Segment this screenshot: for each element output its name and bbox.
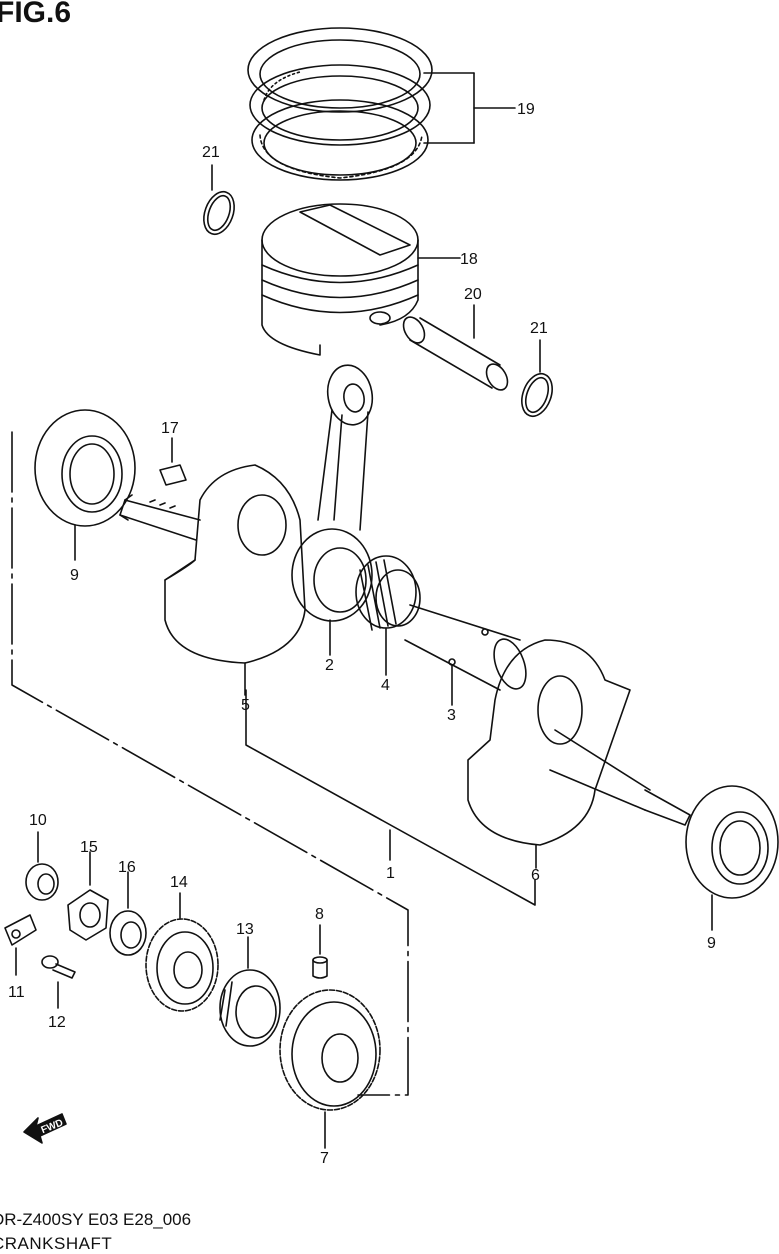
part-group-title: CRANKSHAFT bbox=[0, 1234, 113, 1253]
callout-3: 3 bbox=[447, 707, 456, 724]
callout-11: 11 bbox=[8, 984, 25, 1001]
crank-pin bbox=[404, 604, 527, 706]
forward-direction-arrow: FWD bbox=[23, 1113, 67, 1144]
callout-15: 15 bbox=[80, 839, 98, 856]
needle-bearing bbox=[355, 555, 421, 676]
callout-18: 18 bbox=[460, 251, 478, 268]
callout-16: 16 bbox=[118, 859, 136, 876]
callout-9-left: 9 bbox=[70, 567, 79, 584]
retainer-plate bbox=[4, 914, 37, 976]
nut bbox=[67, 851, 109, 941]
callout-10: 10 bbox=[29, 812, 47, 829]
callout-9-right: 9 bbox=[707, 935, 716, 952]
circlip-right bbox=[521, 339, 553, 418]
crankshaft-assembly-bracket bbox=[11, 431, 536, 1096]
callout-5: 5 bbox=[241, 697, 250, 714]
callout-1: 1 bbox=[386, 865, 395, 882]
callout-21-right: 21 bbox=[530, 320, 548, 337]
fwd-label: FWD bbox=[40, 1117, 65, 1136]
dowel-pin bbox=[312, 924, 328, 979]
callout-17: 17 bbox=[161, 420, 179, 437]
piston-pin bbox=[402, 304, 509, 391]
crank-web-right bbox=[467, 639, 691, 869]
piston-rings bbox=[247, 27, 516, 181]
callout-8: 8 bbox=[315, 906, 324, 923]
callout-labels: 1 2 3 4 5 6 7 8 9 9 10 11 12 13 14 15 16… bbox=[8, 101, 716, 1167]
circlip-left bbox=[203, 164, 235, 236]
gear-hub bbox=[219, 936, 281, 1047]
callout-19: 19 bbox=[517, 101, 535, 118]
figure-title: FIG.6 bbox=[0, 0, 72, 29]
callout-7: 7 bbox=[320, 1150, 329, 1167]
callout-12: 12 bbox=[48, 1014, 66, 1031]
woodruff-key bbox=[159, 437, 187, 486]
main-bearing-right bbox=[685, 785, 779, 931]
callout-6: 6 bbox=[531, 867, 540, 884]
bushing bbox=[25, 831, 59, 901]
main-bearing-left bbox=[34, 409, 136, 561]
screw bbox=[41, 955, 76, 1009]
callout-13: 13 bbox=[236, 921, 254, 938]
model-code: DR-Z400SY E03 E28_006 bbox=[0, 1210, 192, 1229]
crank-web-left bbox=[119, 464, 306, 696]
callout-20: 20 bbox=[464, 286, 482, 303]
piston bbox=[261, 203, 461, 356]
primary-drive-gear bbox=[279, 989, 381, 1149]
balancer-drive-gear bbox=[145, 892, 219, 1012]
washer bbox=[109, 871, 147, 956]
callout-4: 4 bbox=[381, 677, 390, 694]
callout-14: 14 bbox=[170, 874, 188, 891]
callout-2: 2 bbox=[325, 657, 334, 674]
connecting-rod bbox=[291, 364, 374, 656]
callout-21-left: 21 bbox=[202, 144, 220, 161]
